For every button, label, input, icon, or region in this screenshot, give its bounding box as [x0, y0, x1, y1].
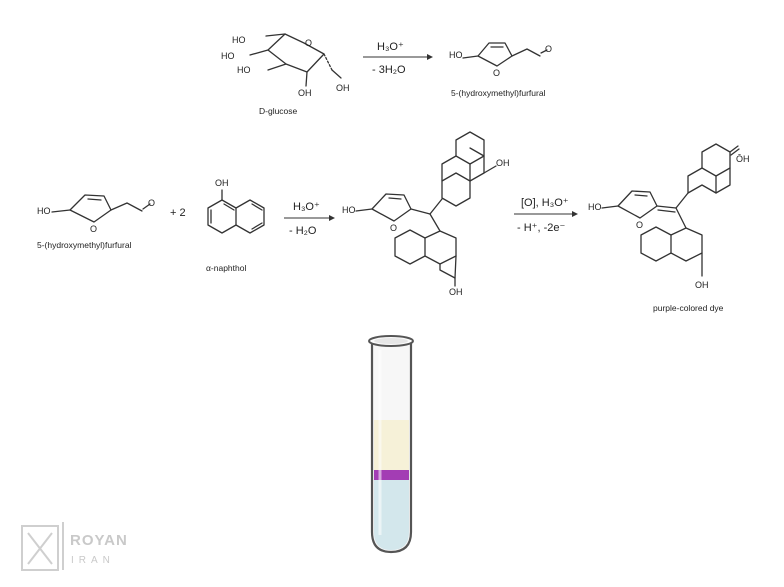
hmf-structure-2: HO O O	[37, 194, 155, 234]
naphthol-label: α-naphthol	[206, 263, 246, 273]
intermediate-structure: HO O OH OH	[342, 131, 510, 297]
svg-text:HO: HO	[588, 202, 602, 212]
purple-ring	[374, 470, 409, 480]
svg-text:OH: OH	[298, 88, 312, 98]
reaction2-condition-top: H₃O⁺	[293, 201, 320, 213]
reaction1-condition-top: H₃O⁺	[377, 41, 404, 53]
reaction3-arrow: [O], H₃O⁺ - H⁺, -2e⁻	[514, 197, 578, 234]
reaction1-condition-bottom: - 3H₂O	[372, 64, 406, 76]
naphthol-structure: OH	[207, 178, 265, 234]
reaction2-condition-bottom: - H₂O	[289, 225, 317, 237]
reaction3-condition-bottom: - H⁺, -2e⁻	[517, 222, 565, 234]
svg-text:O: O	[636, 220, 643, 230]
logo-name: ROYAN	[70, 532, 128, 549]
reaction3-condition-top: [O], H₃O⁺	[521, 197, 569, 209]
svg-text:O: O	[148, 198, 155, 208]
svg-text:OH: OH	[336, 83, 350, 93]
reaction1-arrow: H₃O⁺ - 3H₂O	[363, 41, 433, 76]
svg-text:O: O	[545, 44, 552, 54]
dye-label: purple-colored dye	[653, 303, 724, 313]
svg-text:HO: HO	[232, 35, 246, 45]
test-tube	[368, 335, 414, 554]
svg-text:O: O	[390, 223, 397, 233]
svg-text:OH: OH	[496, 158, 510, 168]
oxonium-label: ŌH	[736, 154, 750, 164]
glucose-label: D-glucose	[259, 106, 298, 116]
svg-text:O: O	[305, 38, 312, 48]
logo-sub: IRAN	[71, 555, 115, 566]
reaction2-arrow: H₃O⁺ - H₂O	[284, 201, 335, 237]
hmf-label-1: 5-(hydroxymethyl)furfural	[451, 88, 546, 98]
hmf-label-2: 5-(hydroxymethyl)furfural	[37, 240, 132, 250]
svg-text:OH: OH	[695, 280, 709, 290]
svg-text:HO: HO	[221, 51, 235, 61]
svg-text:O: O	[493, 68, 500, 78]
dye-structure: HO O ŌH OH	[588, 143, 750, 290]
svg-text:HO: HO	[449, 50, 463, 60]
coefficient-two: + 2	[170, 207, 186, 219]
svg-text:HO: HO	[342, 205, 356, 215]
svg-text:HO: HO	[237, 65, 251, 75]
svg-text:OH: OH	[215, 178, 229, 188]
svg-text:O: O	[90, 224, 97, 234]
lower-layer	[374, 480, 409, 550]
svg-text:OH: OH	[449, 287, 463, 297]
royan-iran-logo: ROYAN IRAN	[21, 522, 128, 571]
hmf-structure-1: HO O O	[449, 42, 552, 78]
glucose-structure: HO HO HO O OH OH	[221, 33, 350, 98]
svg-text:HO: HO	[37, 206, 51, 216]
